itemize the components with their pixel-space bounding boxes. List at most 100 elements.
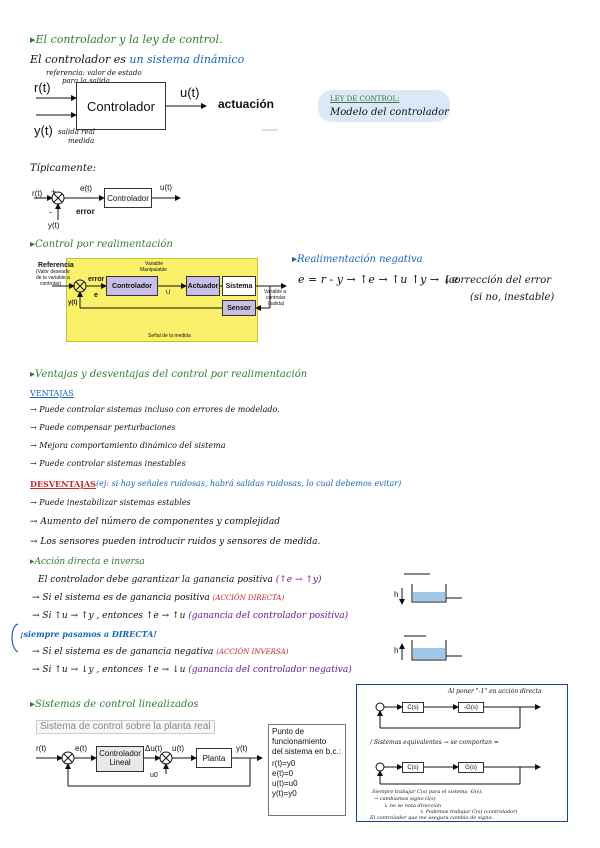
correction-note: (corrección del error [445, 275, 552, 286]
reference-note: referencia: valor de estado [46, 69, 142, 77]
side-note-bracket [11, 623, 19, 653]
ref-label-d: controlar) [40, 281, 62, 287]
reference-note-2: para la salida [62, 77, 110, 85]
op-title-c: del sistema en b.c.: [272, 747, 341, 756]
advantage-item: → Mejora comportamiento dinámico del sis… [30, 441, 226, 450]
r-label-2: r(t) [32, 189, 43, 198]
feedback-title: ▸Control por realimentación [30, 239, 173, 250]
disadvantage-item: → Aumento del número de componentes y co… [30, 517, 281, 527]
e-label-2: e(t) [80, 184, 92, 193]
error-label-2: error [76, 207, 95, 216]
y-note-2: medida [68, 137, 95, 145]
var-manip-b: Manipulable [140, 267, 167, 273]
gain-line-2: → Si el sistema es de ganancia positiva … [32, 594, 284, 603]
typical-title: Típicamente: [30, 163, 97, 174]
note-b2: → cambiamos signo G(s) [374, 796, 436, 802]
disadvantages-note: (ej: si hay señales ruidosas, habrá sali… [96, 479, 402, 488]
u-label-2: u(t) [160, 183, 172, 192]
e-label-3: e [94, 292, 98, 299]
system-box: Sistema [222, 276, 256, 296]
op-line: e(t)=0 [272, 769, 294, 778]
out-label-a: Variable a [264, 289, 287, 295]
out-label-c: (salida) [268, 301, 285, 307]
tank-1 [411, 584, 447, 603]
direct-action-label: (ACCIÓN DIRECTA) [212, 594, 285, 602]
unstable-note: (si no, inestable) [470, 292, 555, 303]
yt-label-3: y(t) [68, 300, 78, 306]
op-title-b: funcionamiento [272, 737, 327, 746]
tank-2-water [413, 648, 445, 659]
note-b4: ↳ Podemos trabajar C(s) (controlador) [420, 809, 518, 815]
tank-2 [411, 640, 447, 661]
note-b3: ↳ no se nota dirección [384, 803, 442, 809]
measure-signal-label: Señal de la medida [148, 333, 191, 339]
note-b1: Siempre trabajar C(s) para el sistema -G… [372, 789, 483, 795]
tank-height-label-2: h [394, 646, 399, 655]
u-label-3: U [166, 290, 171, 296]
y-note: salida real [58, 128, 96, 136]
section-title-controller: ▸El controlador y la ley de control. [30, 33, 223, 46]
negative-feedback-title: ▸Realimentación negativa [292, 254, 423, 265]
op-title-a: Punto de [272, 727, 305, 736]
u-label-6: u(t) [172, 744, 184, 753]
plus-sign: + [51, 187, 57, 197]
note-mid: / Sistemas equivalentes → se comportan = [370, 739, 499, 746]
advantage-item: → Puede compensar perturbaciones [30, 423, 176, 432]
r-signal-label: r(t) [34, 80, 51, 95]
var-manip-a: Variable [145, 261, 163, 267]
inverse-action-label: (ACCIÓN INVERSA) [216, 648, 289, 656]
gain-line-1: El controlador debe garantizar la gananc… [38, 576, 321, 585]
out-label-b: controlar [266, 295, 286, 301]
intro-highlight: un sistema dinámico [129, 53, 245, 66]
note-b5: El controlador que me asegura cambio de … [370, 815, 493, 821]
disadvantage-item: → Puede inestabilizar sistemas estables [30, 498, 191, 507]
advantage-item: → Puede controlar sistemas incluso con e… [30, 405, 280, 414]
gain-line-3-note: (ganancia del controlador positiva) [188, 611, 349, 621]
r-label-6: r(t) [36, 744, 47, 753]
ref-label-b: (Valor deseado [36, 269, 70, 275]
gain-line-5-text: → Si ↑u → ↓y , entonces ↑e → ↓u [32, 665, 189, 675]
control-law-text: Modelo del controlador [330, 107, 449, 118]
linearized-subtitle: Sistema de control sobre la planta real [36, 720, 215, 734]
gain-line-3: → Si ↑u → ↑y , entonces ↑e → ↑u (gananci… [32, 612, 348, 621]
disadvantages-label: DESVENTAJAS [30, 479, 96, 489]
minus-sign: - [49, 207, 52, 217]
ref-label-c: de la variable a [36, 275, 70, 281]
y-label-2: y(t) [48, 221, 60, 230]
advantage-item: → Puede controlar sistemas inestables [30, 459, 186, 468]
linearized-title: ▸Sistemas de control linealizados [30, 699, 199, 710]
controller-box: Controlador [76, 82, 166, 130]
delta-u-label: Δu(t) [145, 744, 163, 753]
intro-line: El controlador es un sistema dinámico [30, 54, 244, 65]
linear-controller-box: Controlador Lineal [96, 746, 144, 772]
note-top: Al poner "-1" en acción directa [448, 688, 542, 695]
operating-point-panel [268, 724, 346, 816]
actuator-box: Actuador [186, 276, 220, 296]
y-signal-label: y(t) [34, 123, 53, 138]
pros-cons-title: ▸Ventajas y desventajas del control por … [30, 369, 308, 380]
op-line: u(t)=u0 [272, 779, 298, 788]
u0-label: u0 [150, 772, 158, 779]
always-direct-note: ¡siempre pasamos a DIRECTA! [20, 629, 157, 639]
gain-line-1-text: El controlador debe garantizar la gananc… [38, 575, 276, 585]
ref-label: Referencia [38, 262, 74, 269]
error-equation: e = r - y → ↑e → ↑u ↑y → ↓e [298, 273, 459, 286]
tank-1-water [413, 592, 445, 601]
gain-line-1-note: (↑e → ↑y) [275, 575, 322, 585]
y-label-6: y(t) [236, 744, 248, 753]
gain-line-4-text: → Si el sistema es de ganancia negativa [32, 647, 217, 657]
linear-controller-line1: Controlador [99, 749, 141, 759]
control-law-title: LEY DE CONTROL: [330, 95, 400, 103]
direct-inverse-title: ▸Acción directa e inversa [30, 557, 145, 567]
linear-controller-line2: Lineal [109, 758, 131, 767]
gain-line-5-note: (ganancia del controlador negativa) [188, 665, 352, 675]
control-law-highlight [318, 90, 450, 122]
op-line: r(t)=y0 [272, 759, 296, 768]
e-label-6: e(t) [75, 744, 87, 753]
gain-line-2-text: → Si el sistema es de ganancia positiva [32, 593, 213, 603]
error-label-3: error [88, 276, 105, 283]
op-line: y(t)=y0 [272, 789, 297, 798]
disadvantage-item: → Los sensores pueden introducir ruidos … [30, 537, 321, 547]
gain-line-4: → Si el sistema es de ganancia negativa … [32, 648, 289, 657]
